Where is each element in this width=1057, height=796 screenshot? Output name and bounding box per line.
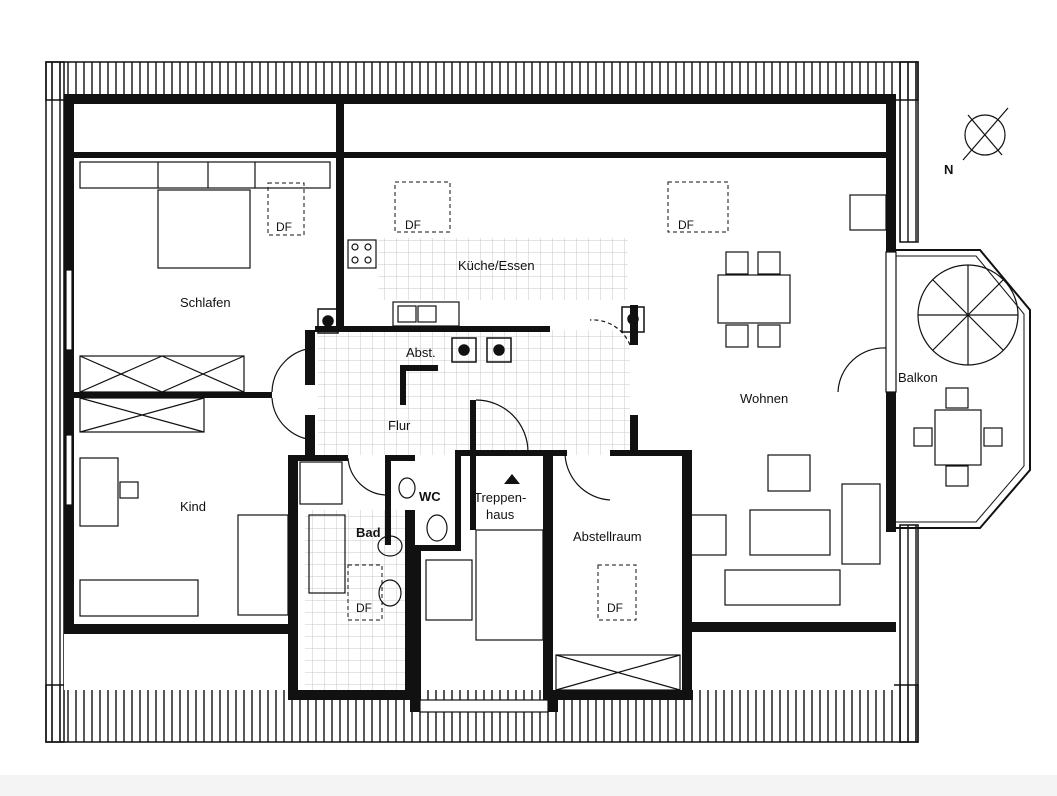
room-label-kind: Kind (180, 499, 206, 514)
stair-arrow-icon (504, 474, 520, 484)
room-label-bad: Bad (356, 525, 381, 540)
room-label-flur: Flur (388, 418, 411, 433)
room-label-balkon: Balkon (898, 370, 938, 385)
balcony (896, 249, 1031, 529)
windows (65, 251, 897, 713)
walls (64, 94, 896, 712)
skylight-label: DF (607, 601, 623, 615)
room-label-treppenhaus-1: Treppen- (474, 490, 526, 505)
skylight-label: DF (678, 218, 694, 232)
skylights (267, 181, 729, 621)
skylight-label: DF (356, 601, 372, 615)
room-label-wohnen: Wohnen (740, 391, 788, 406)
doors (271, 319, 887, 501)
room-label-abst: Abst. (406, 345, 436, 360)
room-label-treppenhaus-2: haus (486, 507, 515, 522)
skylight-label: DF (276, 220, 292, 234)
parasol-icon (917, 264, 1019, 366)
skylight-label: DF (405, 218, 421, 232)
room-label-wc: WC (419, 489, 441, 504)
room-label-abstellraum: Abstellraum (573, 529, 642, 544)
room-label-schlafen: Schlafen (180, 295, 231, 310)
shafts (317, 306, 645, 363)
compass-icon (962, 107, 1009, 161)
room-label-kueche-essen: Küche/Essen (458, 258, 535, 273)
furniture (79, 161, 1003, 691)
tiled-floors (305, 238, 630, 690)
compass-label: N (944, 162, 953, 177)
